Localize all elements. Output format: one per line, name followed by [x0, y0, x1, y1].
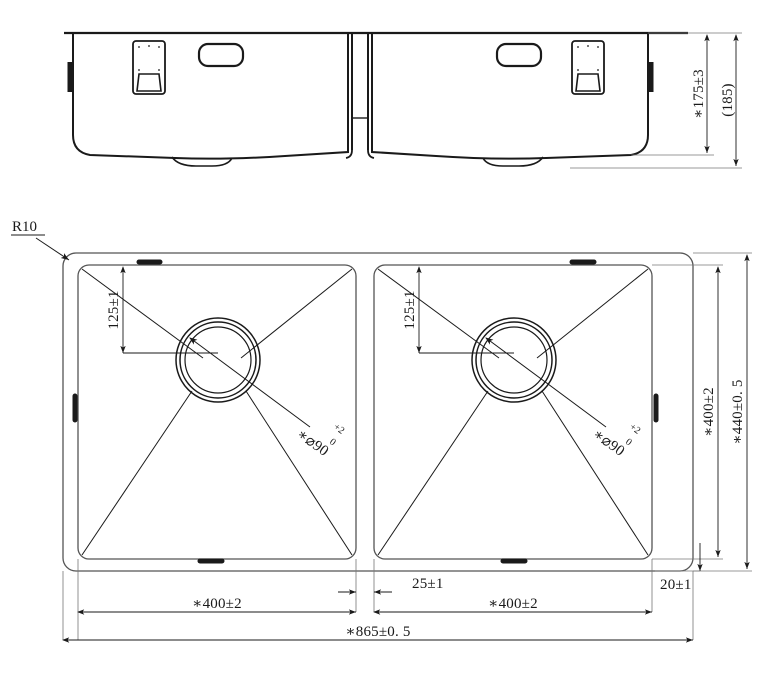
corner-radius-leader: [35, 237, 70, 261]
overflow-plate-right: [571, 40, 605, 95]
plan-left-slope-tr: [240, 268, 353, 359]
overflow-plate-left-outline: [132, 40, 166, 95]
plan-outer-rim: [62, 252, 694, 572]
plan-right-slope-bl: [377, 390, 489, 556]
drain-left-tol-upper: +2: [331, 422, 346, 437]
elevation-left-drain-bump: [171, 156, 233, 167]
dim-label-height-bowl: ∗175±3: [691, 69, 707, 119]
overflow-plate-right-screw-tc: [587, 45, 589, 47]
drain-right-callout-text: ∗⌀90: [590, 426, 628, 460]
overflow-plate-right-screw-tr: [597, 46, 599, 48]
elevation-right-bowl-outline: [371, 33, 649, 160]
drain-right-tol-upper: +2: [627, 422, 642, 437]
overflow-plate-left-screw-tl: [138, 46, 140, 48]
drain-hole-right-mid: [475, 321, 553, 399]
drain-hole-right-outer: [471, 317, 557, 403]
overflow-plate-left-screw-bl: [138, 69, 140, 71]
oval-hole-left: [197, 42, 245, 68]
overflow-plate-left-screw-tc: [148, 45, 150, 47]
drain-right-tol-lower: 0: [623, 437, 634, 449]
center-divider-right-fillet: [367, 149, 375, 159]
dim-label-bowl-depth: ∗400±2: [701, 387, 717, 437]
overflow-plate-left-screw-br: [158, 69, 160, 71]
overflow-plate-left-screw-tr: [158, 46, 160, 48]
center-divider: [345, 33, 375, 159]
dim-label-overall-width: ∗865±0. 5: [345, 624, 410, 640]
plan-right-slope-tl: [377, 268, 500, 359]
front-elevation-view: ∗175±3 (185): [64, 31, 742, 169]
overflow-plate-right-screw-bl: [577, 69, 579, 71]
drain-hole-left-outer: [175, 317, 261, 403]
dim-label-divider-width: 25±1: [412, 576, 444, 592]
plan-right-slope-br: [541, 390, 649, 556]
dim-label-drain-offset-left: 125±1: [106, 290, 122, 329]
dim-label-height-overall: (185): [720, 83, 736, 117]
drain-right-callout: ∗⌀90 +2 0: [590, 422, 643, 460]
dim-label-bowl-width-right: ∗400±2: [488, 596, 538, 612]
drain-left-callout-text: ∗⌀90: [294, 426, 332, 460]
plan-left-slope-br: [245, 390, 353, 556]
drain-left-tol-lower: 0: [327, 437, 338, 449]
center-divider-left-fillet: [345, 149, 353, 159]
overflow-plate-left-aperture: [136, 73, 162, 92]
drain-left-callout: ∗⌀90 +2 0: [294, 422, 347, 460]
dim-label-overall-depth: ∗440±0. 5: [730, 379, 746, 444]
corner-radius-callout: R10: [11, 219, 70, 261]
plan-right-slope-tr: [536, 268, 649, 359]
top-plan-view: ∗⌀90 +2 0 125±1 ∗⌀90 +2 0: [11, 219, 752, 643]
drain-hole-left-mid: [179, 321, 257, 399]
dim-label-bowl-width-left: ∗400±2: [192, 596, 242, 612]
overflow-plate-right-screw-br: [597, 69, 599, 71]
elevation-left-bowl-outline: [72, 33, 349, 160]
drain-hole-left-inner: [184, 326, 252, 394]
overflow-plate-right-aperture: [575, 73, 601, 92]
plan-left-slope-bl: [81, 390, 193, 556]
plan-left-slope-tl: [81, 268, 204, 359]
overflow-plate-left: [132, 40, 166, 95]
dim-label-rim-margin: 20±1: [660, 577, 692, 593]
overflow-plate-right-screw-tl: [577, 46, 579, 48]
elevation-right-drain-bump: [482, 156, 544, 167]
dim-label-drain-offset-right: 125±1: [402, 290, 418, 329]
overflow-plate-right-outline: [571, 40, 605, 95]
drain-hole-right-inner: [480, 326, 548, 394]
oval-hole-right: [495, 42, 543, 68]
corner-radius-label: R10: [12, 219, 37, 235]
